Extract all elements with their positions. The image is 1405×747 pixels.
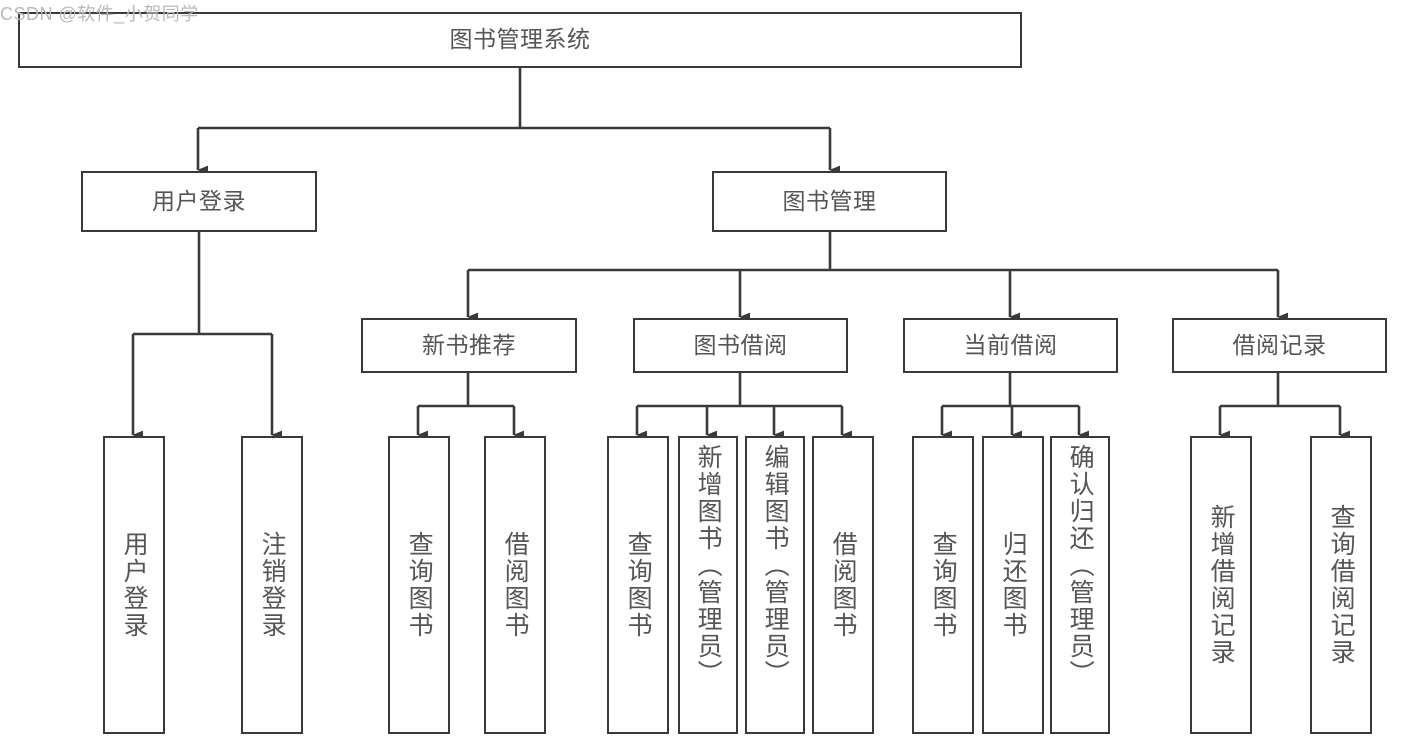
node-label: 图书管理系统 bbox=[449, 26, 591, 53]
node-label: 注销登录 bbox=[258, 531, 287, 639]
node-label: 查询图书 bbox=[624, 531, 653, 639]
node-label: 图书管理 bbox=[782, 187, 877, 214]
node-leaf-edit-book-admin[interactable]: 编辑图书（管理员） bbox=[745, 436, 805, 734]
node-label: 用户登录 bbox=[152, 187, 246, 214]
node-leaf-query-borrow-record[interactable]: 查询借阅记录 bbox=[1310, 436, 1372, 734]
node-user-login[interactable]: 用户登录 bbox=[81, 171, 317, 232]
node-label: 借阅图书 bbox=[829, 531, 858, 639]
node-label: 查询图书 bbox=[405, 531, 434, 639]
node-current-borrow[interactable]: 当前借阅 bbox=[903, 318, 1118, 373]
node-book-borrow[interactable]: 图书借阅 bbox=[633, 318, 848, 373]
node-label: 归还图书 bbox=[999, 531, 1028, 639]
node-book-manage[interactable]: 图书管理 bbox=[712, 171, 947, 232]
node-leaf-query-book-recommend[interactable]: 查询图书 bbox=[388, 436, 450, 734]
node-label: 新增借阅记录 bbox=[1207, 504, 1236, 666]
node-leaf-query-book-borrow[interactable]: 查询图书 bbox=[607, 436, 669, 734]
node-label: 借阅图书 bbox=[501, 531, 530, 639]
node-leaf-add-book-admin[interactable]: 新增图书（管理员） bbox=[678, 436, 738, 734]
node-label: 新增图书（管理员） bbox=[694, 444, 723, 687]
node-leaf-query-book-current[interactable]: 查询图书 bbox=[912, 436, 974, 734]
node-label: 用户登录 bbox=[120, 531, 149, 639]
node-new-book-recommend[interactable]: 新书推荐 bbox=[361, 318, 577, 373]
node-leaf-user-login[interactable]: 用户登录 bbox=[103, 436, 165, 734]
node-label: 编辑图书（管理员） bbox=[761, 444, 790, 687]
node-label: 图书借阅 bbox=[693, 331, 788, 358]
node-root[interactable]: 图书管理系统 bbox=[18, 12, 1022, 68]
node-label: 查询借阅记录 bbox=[1327, 504, 1356, 666]
node-label: 新书推荐 bbox=[422, 331, 516, 358]
node-leaf-confirm-return-admin[interactable]: 确认归还（管理员） bbox=[1050, 436, 1110, 734]
node-leaf-return-book[interactable]: 归还图书 bbox=[982, 436, 1044, 734]
node-leaf-borrow-book[interactable]: 借阅图书 bbox=[812, 436, 874, 734]
node-leaf-borrow-book-recommend[interactable]: 借阅图书 bbox=[484, 436, 546, 734]
node-leaf-add-borrow-record[interactable]: 新增借阅记录 bbox=[1190, 436, 1252, 734]
node-borrow-record[interactable]: 借阅记录 bbox=[1172, 318, 1387, 373]
node-leaf-logout[interactable]: 注销登录 bbox=[241, 436, 303, 734]
watermark: CSDN @软件_小贺同学 bbox=[0, 4, 199, 24]
node-label: 确认归还（管理员） bbox=[1066, 444, 1095, 687]
node-label: 借阅记录 bbox=[1232, 331, 1327, 358]
node-label: 查询图书 bbox=[929, 531, 958, 639]
wire-group bbox=[131, 68, 1351, 440]
node-label: 当前借阅 bbox=[963, 331, 1058, 358]
